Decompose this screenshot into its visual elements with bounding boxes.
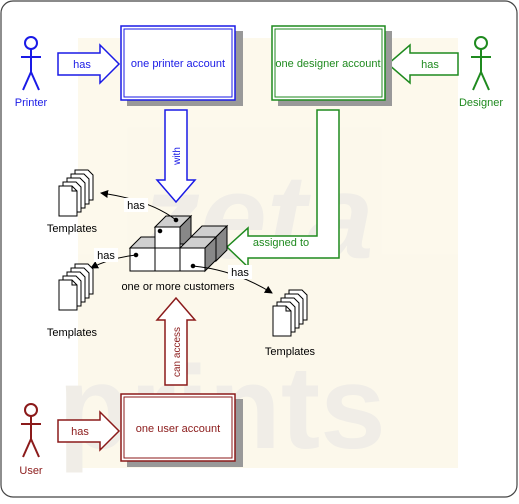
designer-has-arrow [386,43,459,85]
customers-has-left-label: has [97,250,115,262]
customers-has-right-label: has [231,267,249,279]
can-access-arrow [155,296,197,386]
assigned-to-arrow [225,109,340,269]
templates-left-label: Templates [47,327,98,339]
printer-actor-label: Printer [15,97,48,109]
customers-has-top-label: has [127,200,145,212]
with-label: with [172,147,183,166]
user-account-label: one user account [136,423,220,435]
printer-actor-icon [21,36,41,91]
user-actor-icon [21,403,41,458]
templates-top-left-label: Templates [47,223,98,235]
user-account-box [120,393,236,462]
designer-account-label: one designer account [275,58,380,70]
user-has-label: has [71,426,89,438]
templates-bottom-right-icon [272,289,308,337]
designer-has-label: has [421,59,439,71]
customers-cube-stack [128,214,229,273]
customers-label: one or more customers [121,281,235,293]
designer-actor-label: Designer [459,97,503,109]
printer-account-label: one printer account [131,58,225,70]
user-actor-label: User [19,465,43,477]
templates-left-icon [58,263,94,311]
printer-has-arrow [57,43,121,85]
printer-has-label: has [73,59,91,71]
designer-account-box [271,25,386,101]
with-arrow [155,109,197,204]
printer-account-box [120,25,236,101]
templates-bottom-right-label: Templates [265,346,316,358]
designer-actor-icon [471,36,491,91]
assigned-to-label: assigned to [253,237,309,249]
user-has-arrow [57,410,121,452]
can-access-label: can access [172,327,183,377]
templates-top-left-icon [58,169,94,217]
